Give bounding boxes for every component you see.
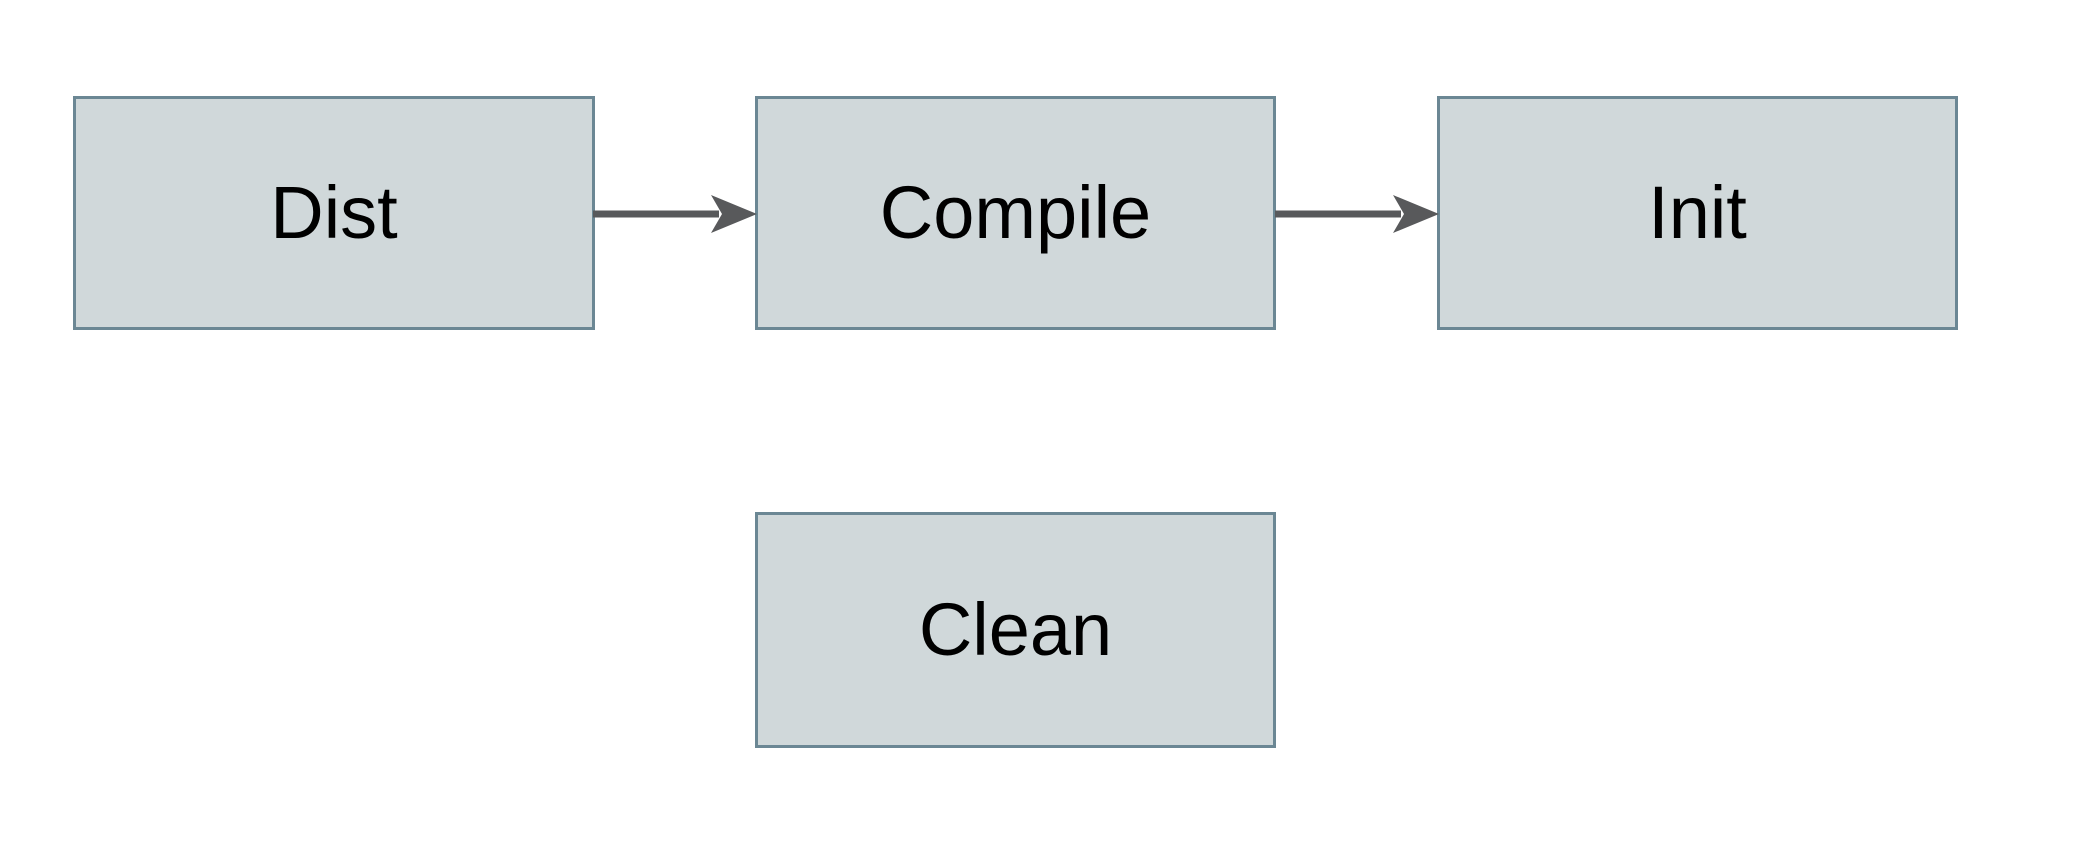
arrowhead-icon xyxy=(711,195,757,233)
edge-dist-to-compile[interactable] xyxy=(593,188,759,240)
node-init[interactable]: Init xyxy=(1437,96,1958,330)
edge-compile-to-init[interactable] xyxy=(1275,188,1441,240)
node-clean[interactable]: Clean xyxy=(755,512,1276,748)
node-compile-label: Compile xyxy=(879,171,1152,254)
node-compile[interactable]: Compile xyxy=(755,96,1276,330)
node-dist-label: Dist xyxy=(270,171,398,254)
arrowhead-icon xyxy=(1393,195,1439,233)
node-dist[interactable]: Dist xyxy=(73,96,595,330)
node-init-label: Init xyxy=(1648,171,1747,254)
node-clean-label: Clean xyxy=(918,588,1113,671)
